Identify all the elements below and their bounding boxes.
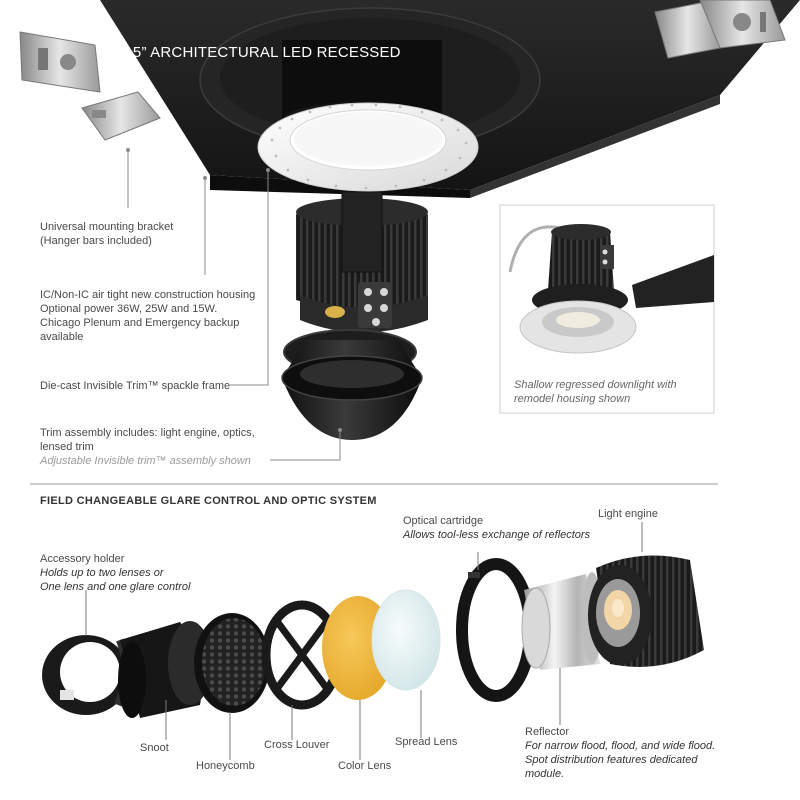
adjustable-trim-cone: [281, 329, 423, 440]
label-mounting-bracket: Universal mounting bracket (Hanger bars …: [40, 221, 174, 247]
label-trim-assembly: Trim assembly includes: light engine, op…: [40, 427, 255, 467]
label-optical-cartridge: Optical cartridge Allows tool-less excha…: [403, 515, 591, 541]
hanger-bracket-left: [19, 31, 161, 141]
spread-lens: [371, 589, 441, 691]
upper-light-engine: [296, 191, 428, 333]
label-spread-lens: Spread Lens: [395, 736, 458, 748]
accessory-holder: [42, 635, 130, 715]
inset-photo: [499, 204, 715, 414]
label-accessory-holder: Accessory holder Holds up to two lenses …: [40, 553, 191, 593]
label-reflector: Reflector For narrow flood, flood, and w…: [525, 726, 716, 780]
honeycomb: [194, 613, 270, 713]
label-color-lens: Color Lens: [338, 760, 392, 772]
inset-caption: Shallow regressed downlight with remodel…: [514, 379, 677, 405]
upper-leader-lines: [127, 150, 341, 461]
label-cross-louver: Cross Louver: [264, 739, 330, 751]
label-honeycomb: Honeycomb: [196, 760, 255, 772]
label-snoot: Snoot: [140, 742, 169, 754]
label-light-engine: Light engine: [598, 508, 658, 520]
optical-cartridge: [456, 558, 536, 702]
hanger-bracket-right: [654, 0, 786, 59]
label-spackle-frame: Die-cast Invisible Trim™ spackle frame: [40, 380, 231, 392]
label-housing: IC/Non-IC air tight new construction hou…: [40, 289, 256, 343]
lower-leader-lines: [85, 522, 643, 760]
page-title: 4.5” ARCHITECTURAL LED RECESSED: [120, 44, 401, 61]
section-heading: FIELD CHANGEABLE GLARE CONTROL AND OPTIC…: [40, 495, 377, 507]
label-trim-note: Adjustable Invisible trim™ assembly show…: [40, 455, 251, 467]
spackle-frame-ring: [257, 102, 479, 192]
light-engine: [588, 555, 704, 667]
